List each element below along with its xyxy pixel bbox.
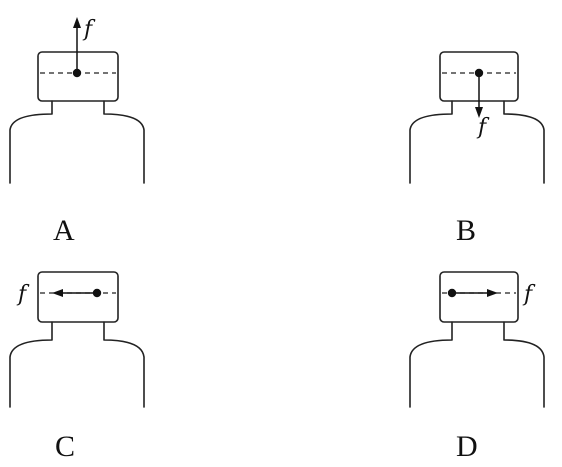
point-d [447,288,457,298]
point-c [92,288,102,298]
bottle-d [409,321,545,408]
bottle-b [409,100,545,184]
cap-c [37,271,119,323]
force-arrowhead-c [52,289,63,297]
option-label-c: C [55,430,75,463]
panel-d: f D [409,271,545,463]
bottle-c [9,321,145,408]
force-label-d: f [522,282,536,307]
bottle-a [9,100,145,184]
option-label-a: A [53,214,75,247]
cap-d [439,271,519,323]
point-a [72,68,82,78]
cap-a [37,51,119,102]
force-label-a: f [82,17,96,42]
option-label-b: B [456,214,476,247]
force-label-b: f [476,115,490,140]
force-label-c: f [16,282,30,307]
point-b [474,68,484,78]
force-arrowhead-d [487,289,498,297]
force-arrowhead-b [475,107,483,118]
panel-b: f B [409,51,545,247]
panel-c: f C [9,271,145,463]
force-arrowhead-a [73,17,81,28]
option-label-d: D [456,430,478,463]
panel-a: f A [9,17,145,247]
